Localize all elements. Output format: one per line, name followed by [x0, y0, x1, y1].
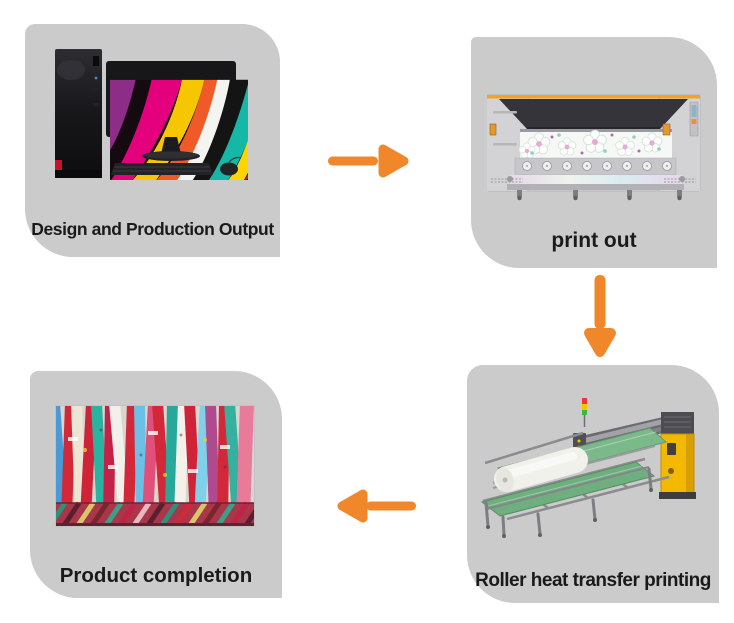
roller-heat-transfer-machine-illustration: [473, 393, 713, 543]
arrow-left-icon: [334, 485, 420, 527]
arrow-down-icon: [576, 273, 624, 361]
fabric-rolls-photo: [55, 405, 255, 527]
step-label-product: Product completion: [59, 564, 253, 587]
step-panel-print: print out: [471, 37, 717, 268]
step-label-print: print out: [551, 229, 637, 252]
arrow-right-icon: [326, 140, 414, 182]
step-label-design: Design and Production Output: [31, 219, 274, 239]
desktop-computer-illustration: [53, 48, 248, 180]
step-panel-design: Design and Production Output: [25, 24, 280, 257]
step-panel-roller: Roller heat transfer printing: [467, 365, 719, 603]
step-label-roller: Roller heat transfer printing: [475, 570, 711, 591]
step-panel-product: Product completion: [30, 371, 282, 598]
wide-format-printer-illustration: [487, 91, 703, 201]
